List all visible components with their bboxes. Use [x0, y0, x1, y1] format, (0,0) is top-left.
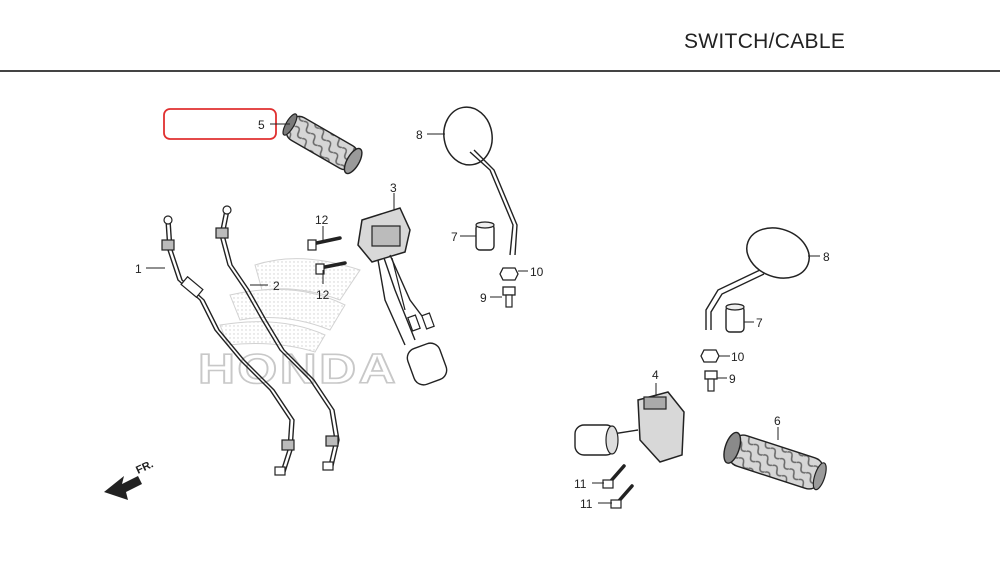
- screw-11-lower-part[interactable]: [610, 484, 634, 509]
- front-direction-label: FR.: [134, 458, 155, 476]
- callout-8-right[interactable]: 8: [823, 250, 830, 264]
- callout-6[interactable]: 6: [774, 414, 781, 428]
- screw-upper-part[interactable]: [307, 236, 342, 251]
- grip-left-part[interactable]: [279, 110, 365, 176]
- callout-10-left[interactable]: 10: [530, 265, 544, 279]
- honda-watermark-text: HONDA: [198, 345, 398, 392]
- leader-lines: [146, 123, 820, 504]
- callout-1[interactable]: 1: [135, 262, 142, 276]
- callout-11-upper[interactable]: 11: [574, 477, 587, 491]
- throttle-cable-part[interactable]: [161, 215, 295, 476]
- callout-2[interactable]: 2: [273, 279, 280, 293]
- nut-right-part[interactable]: [700, 349, 720, 363]
- callout-10-right[interactable]: 10: [731, 350, 745, 364]
- page-title: SWITCH/CABLE: [684, 30, 846, 53]
- mirror-left-part[interactable]: [439, 103, 518, 256]
- switch-right-part[interactable]: [574, 391, 685, 463]
- mirror-adapter-right-part[interactable]: [725, 303, 745, 333]
- switch-left-part[interactable]: [357, 207, 449, 388]
- mirror-adapter-left-part[interactable]: [475, 221, 495, 251]
- callout-9-right[interactable]: 9: [729, 372, 736, 386]
- callout-8-left[interactable]: 8: [416, 128, 423, 142]
- screw-11-upper-part[interactable]: [602, 464, 626, 489]
- screw-lower-part[interactable]: [315, 261, 347, 275]
- mirror-right-part[interactable]: [705, 220, 816, 330]
- callout-4[interactable]: 4: [652, 368, 659, 382]
- callout-5[interactable]: 5: [258, 118, 265, 132]
- callout-7-left[interactable]: 7: [451, 230, 458, 244]
- front-direction-arrow-icon: [104, 476, 142, 500]
- callout-12-upper[interactable]: 12: [315, 213, 329, 227]
- throttle-cable-return-part[interactable]: [215, 205, 340, 471]
- callout-11-lower[interactable]: 11: [580, 497, 593, 511]
- grip-right-part[interactable]: [721, 430, 830, 493]
- callout-7-right[interactable]: 7: [756, 316, 763, 330]
- callout-9-left[interactable]: 9: [480, 291, 487, 305]
- header-divider: [0, 70, 1000, 72]
- nut-left-part[interactable]: [499, 267, 519, 281]
- bolt-left-part[interactable]: [502, 286, 516, 308]
- honda-wing-watermark: [219, 258, 361, 353]
- bolt-right-part[interactable]: [704, 370, 718, 392]
- callout-12-lower[interactable]: 12: [316, 288, 330, 302]
- callout-3[interactable]: 3: [390, 181, 397, 195]
